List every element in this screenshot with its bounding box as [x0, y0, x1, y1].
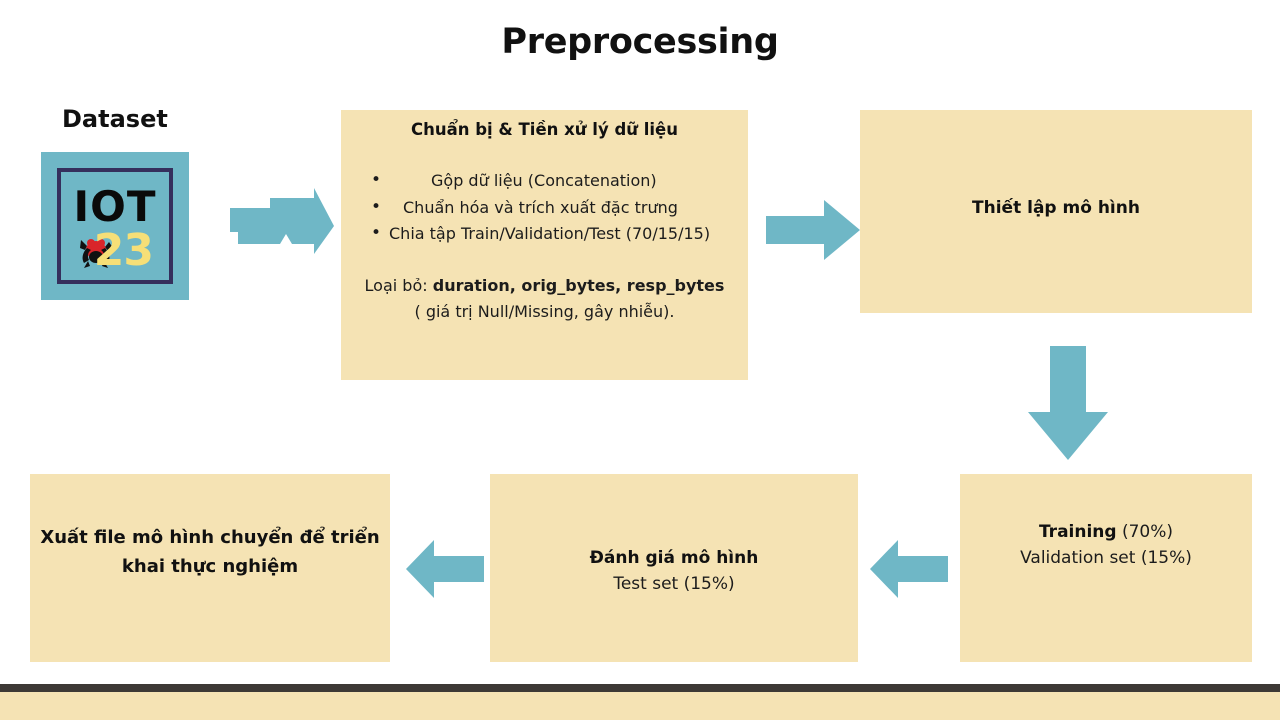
frog-icon: [80, 239, 113, 268]
evaluation-title: Đánh giá mô hình: [589, 548, 759, 568]
model-setup-box: Thiết lập mô hình: [860, 110, 1252, 313]
preprocessing-bullet-list: • Gộp dữ liệu (Concatenation) • Chuẩn hóa …: [359, 168, 738, 248]
export-box: Xuất file mô hình chuyển để triển khai t…: [30, 474, 390, 662]
training-content: Training (70%) Validation set (15%): [960, 519, 1252, 571]
evaluation-content: Đánh giá mô hình Test set (15%): [490, 545, 858, 597]
logo-iot-text: IOT: [73, 182, 157, 231]
export-content: Xuất file mô hình chuyển để triển khai t…: [30, 523, 390, 581]
evaluation-box: Đánh giá mô hình Test set (15%): [490, 474, 858, 662]
logo-frame: IOT 23: [57, 168, 173, 284]
arrow-evaluation-to-export: [406, 540, 484, 598]
bullet-text: Chuẩn hóa và trích xuất đặc trưng: [403, 197, 678, 217]
preprocessing-heading: Chuẩn bị & Tiền xử lý dữ liệu: [410, 120, 678, 139]
page-title: Preprocessing: [501, 22, 779, 62]
preprocessing-dropped-fields: Loại bỏ: duration, orig_bytes, resp_byte…: [341, 273, 748, 325]
bullet-text: Chia tập Train/Validation/Test (70/15/15…: [389, 224, 711, 243]
dropped-fields-line: Loại bỏ: duration, orig_bytes, resp_byte…: [341, 273, 748, 299]
list-item: • Chia tập Train/Validation/Test (70/15/1…: [359, 221, 738, 248]
export-line-2: khai thực nghiệm: [121, 556, 299, 577]
dropped-fields-note: ( giá trị Null/Missing, gây nhiễu).: [414, 302, 675, 321]
bullet-text: Gộp dữ liệu (Concatenation): [431, 171, 657, 190]
arrow-dataset-to-preprocessing: [230, 188, 334, 254]
bullet-icon: •: [371, 196, 382, 217]
footer-band: [0, 692, 1280, 720]
dataset-label: Dataset: [62, 105, 168, 133]
logo-23-text: 23: [93, 225, 154, 276]
training-line-1: Training (70%): [960, 519, 1252, 545]
bullet-icon: •: [371, 223, 382, 243]
arrow-preprocessing-to-setup: [766, 200, 860, 260]
arrow-training-to-evaluation: [870, 540, 948, 598]
iot23-dataset-logo: IOT 23: [41, 152, 189, 300]
list-item: • Gộp dữ liệu (Concatenation): [359, 168, 738, 195]
model-setup-title: Thiết lập mô hình: [972, 198, 1140, 218]
footer-divider-bar: [0, 684, 1280, 692]
arrow-setup-to-training: [1028, 346, 1108, 460]
preprocessing-box: Chuẩn bị & Tiền xử lý dữ liệu • Gộp dữ li…: [341, 110, 748, 380]
validation-line: Validation set (15%): [1020, 548, 1192, 568]
dropped-label: Loại bỏ:: [364, 276, 428, 295]
list-item: • Chuẩn hóa và trích xuất đặc trưng: [359, 195, 738, 222]
bullet-icon: •: [371, 170, 382, 190]
dropped-field-names: duration, orig_bytes, resp_bytes: [432, 276, 725, 295]
evaluation-subtitle: Test set (15%): [613, 574, 735, 594]
export-line-1: Xuất file mô hình chuyển để triển: [40, 527, 380, 548]
training-box: Training (70%) Validation set (15%): [960, 474, 1252, 662]
training-percent: (70%): [1116, 522, 1174, 542]
training-label: Training: [1038, 522, 1117, 542]
